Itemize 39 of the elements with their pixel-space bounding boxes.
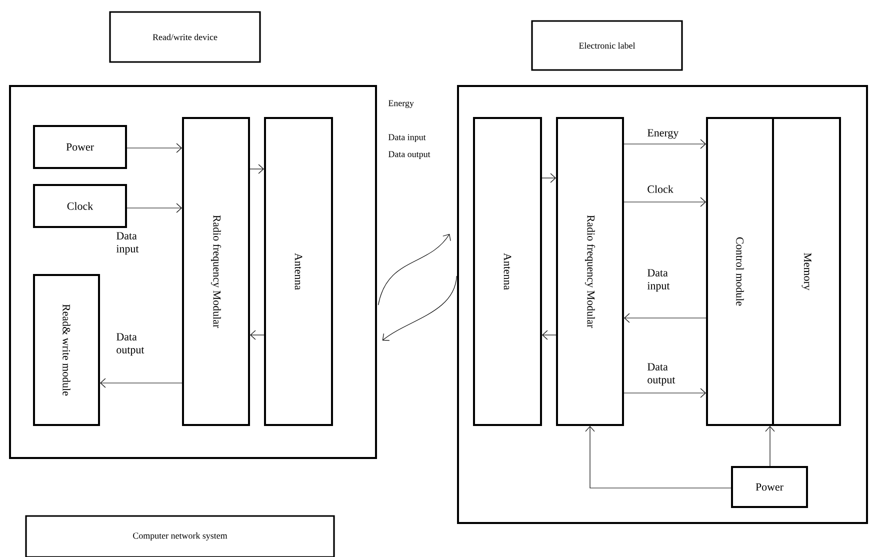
module-box: Radio frequency Modular: [556, 117, 624, 426]
arrow: [765, 426, 775, 466]
module-box: Read& write module: [33, 274, 100, 426]
edge-label: Clock: [648, 185, 674, 193]
arrow: [126, 143, 182, 153]
edge-label: Energy: [648, 129, 679, 139]
arrow: [250, 164, 264, 174]
arrow: [542, 173, 556, 183]
arrow: [250, 330, 264, 340]
signal-label: Data input: [116, 232, 139, 255]
arrow: [624, 197, 706, 207]
frame-box: [9, 85, 377, 459]
arrow: [624, 139, 706, 149]
label-box: Read/write device: [109, 11, 261, 63]
arrow: [624, 313, 706, 323]
module-box: Power: [33, 125, 127, 169]
arrow: [100, 378, 182, 388]
module-box: Clock: [33, 184, 127, 228]
arrow: [382, 276, 457, 341]
module-box: Antenna: [473, 117, 542, 426]
label-box: Electronic label: [531, 20, 683, 71]
module-box: Control module: [706, 117, 774, 426]
module-box: Memory: [772, 117, 841, 426]
signal-label: Data output: [388, 151, 430, 159]
label-box: Computer network system: [25, 515, 335, 557]
arrow: [542, 330, 556, 340]
signal-label: Data input: [388, 134, 426, 142]
arrow: [624, 388, 706, 398]
module-box: Antenna: [264, 117, 333, 426]
module-box: Power: [731, 466, 808, 508]
module-box: Radio frequency Modular: [182, 117, 250, 426]
arrow: [126, 203, 182, 213]
edge-label: Data input: [647, 269, 670, 292]
signal-label: Energy: [388, 100, 414, 108]
edge-label: Data output: [648, 363, 676, 386]
signal-label: Data output: [116, 333, 144, 356]
frame-box: [457, 85, 868, 524]
arrow: [585, 426, 732, 488]
arrow: [378, 234, 451, 306]
